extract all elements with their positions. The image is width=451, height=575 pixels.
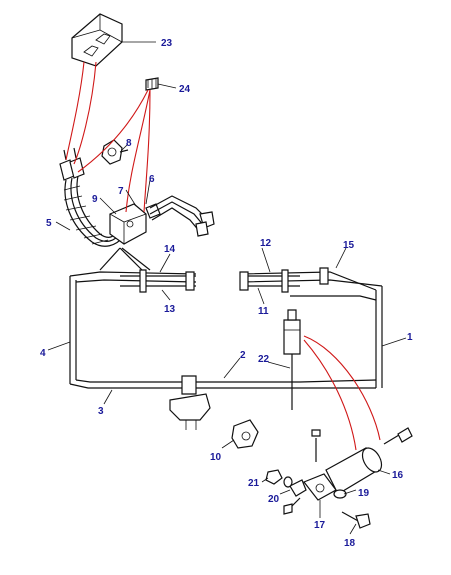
union-part-20 — [283, 479, 307, 515]
callout-15: 15 — [343, 240, 355, 251]
sensor-unit-part-22 — [283, 309, 301, 355]
hose-bundle-part — [59, 147, 125, 247]
callout-23: 23 — [161, 38, 173, 49]
callout-19: 19 — [358, 488, 370, 499]
callout-4: 4 — [40, 348, 46, 359]
callout-9: 9 — [92, 194, 98, 205]
valve-block-part — [109, 203, 161, 245]
callout-24: 24 — [179, 84, 191, 95]
pipe-fan-out — [99, 247, 151, 271]
callout-17: 17 — [314, 520, 326, 531]
callout-labels: 23 24 8 9 7 6 5 14 13 12 15 11 1 4 2 22 … — [40, 38, 413, 549]
callout-7: 7 — [118, 186, 124, 197]
pipe-set-part-6 — [149, 195, 215, 237]
callout-5: 5 — [46, 218, 52, 229]
clip-pipes-13-14 — [120, 269, 196, 293]
washer-part-19 — [333, 489, 347, 499]
bolt-part-18 — [341, 511, 371, 529]
callout-14: 14 — [164, 244, 176, 255]
callout-22: 22 — [258, 354, 270, 365]
callout-2: 2 — [240, 350, 246, 361]
red-highlight-leaders — [65, 61, 381, 451]
callout-6: 6 — [149, 174, 155, 185]
callout-10: 10 — [210, 452, 222, 463]
clip-part — [145, 77, 159, 91]
callout-leaders — [47, 41, 407, 535]
callout-18: 18 — [344, 538, 356, 549]
clip-part-10 — [231, 419, 259, 449]
main-pipe-loop — [69, 271, 383, 410]
callout-1: 1 — [407, 332, 413, 343]
callout-8: 8 — [126, 138, 132, 149]
callout-3: 3 — [98, 406, 104, 417]
callout-21: 21 — [248, 478, 260, 489]
nut-part-21 — [265, 469, 293, 488]
callout-16: 16 — [392, 470, 404, 481]
tee-piece-part-17 — [303, 473, 337, 501]
lower-junction-bracket — [169, 375, 211, 430]
mounting-bracket-part — [71, 13, 123, 67]
fitting-part-8 — [101, 139, 129, 165]
callout-11: 11 — [258, 306, 269, 317]
callout-20: 20 — [268, 494, 280, 505]
callout-12: 12 — [260, 238, 272, 249]
clip-pipes-11-12 — [239, 267, 329, 293]
callout-13: 13 — [164, 304, 176, 315]
valve-body-part-16 — [311, 427, 413, 495]
